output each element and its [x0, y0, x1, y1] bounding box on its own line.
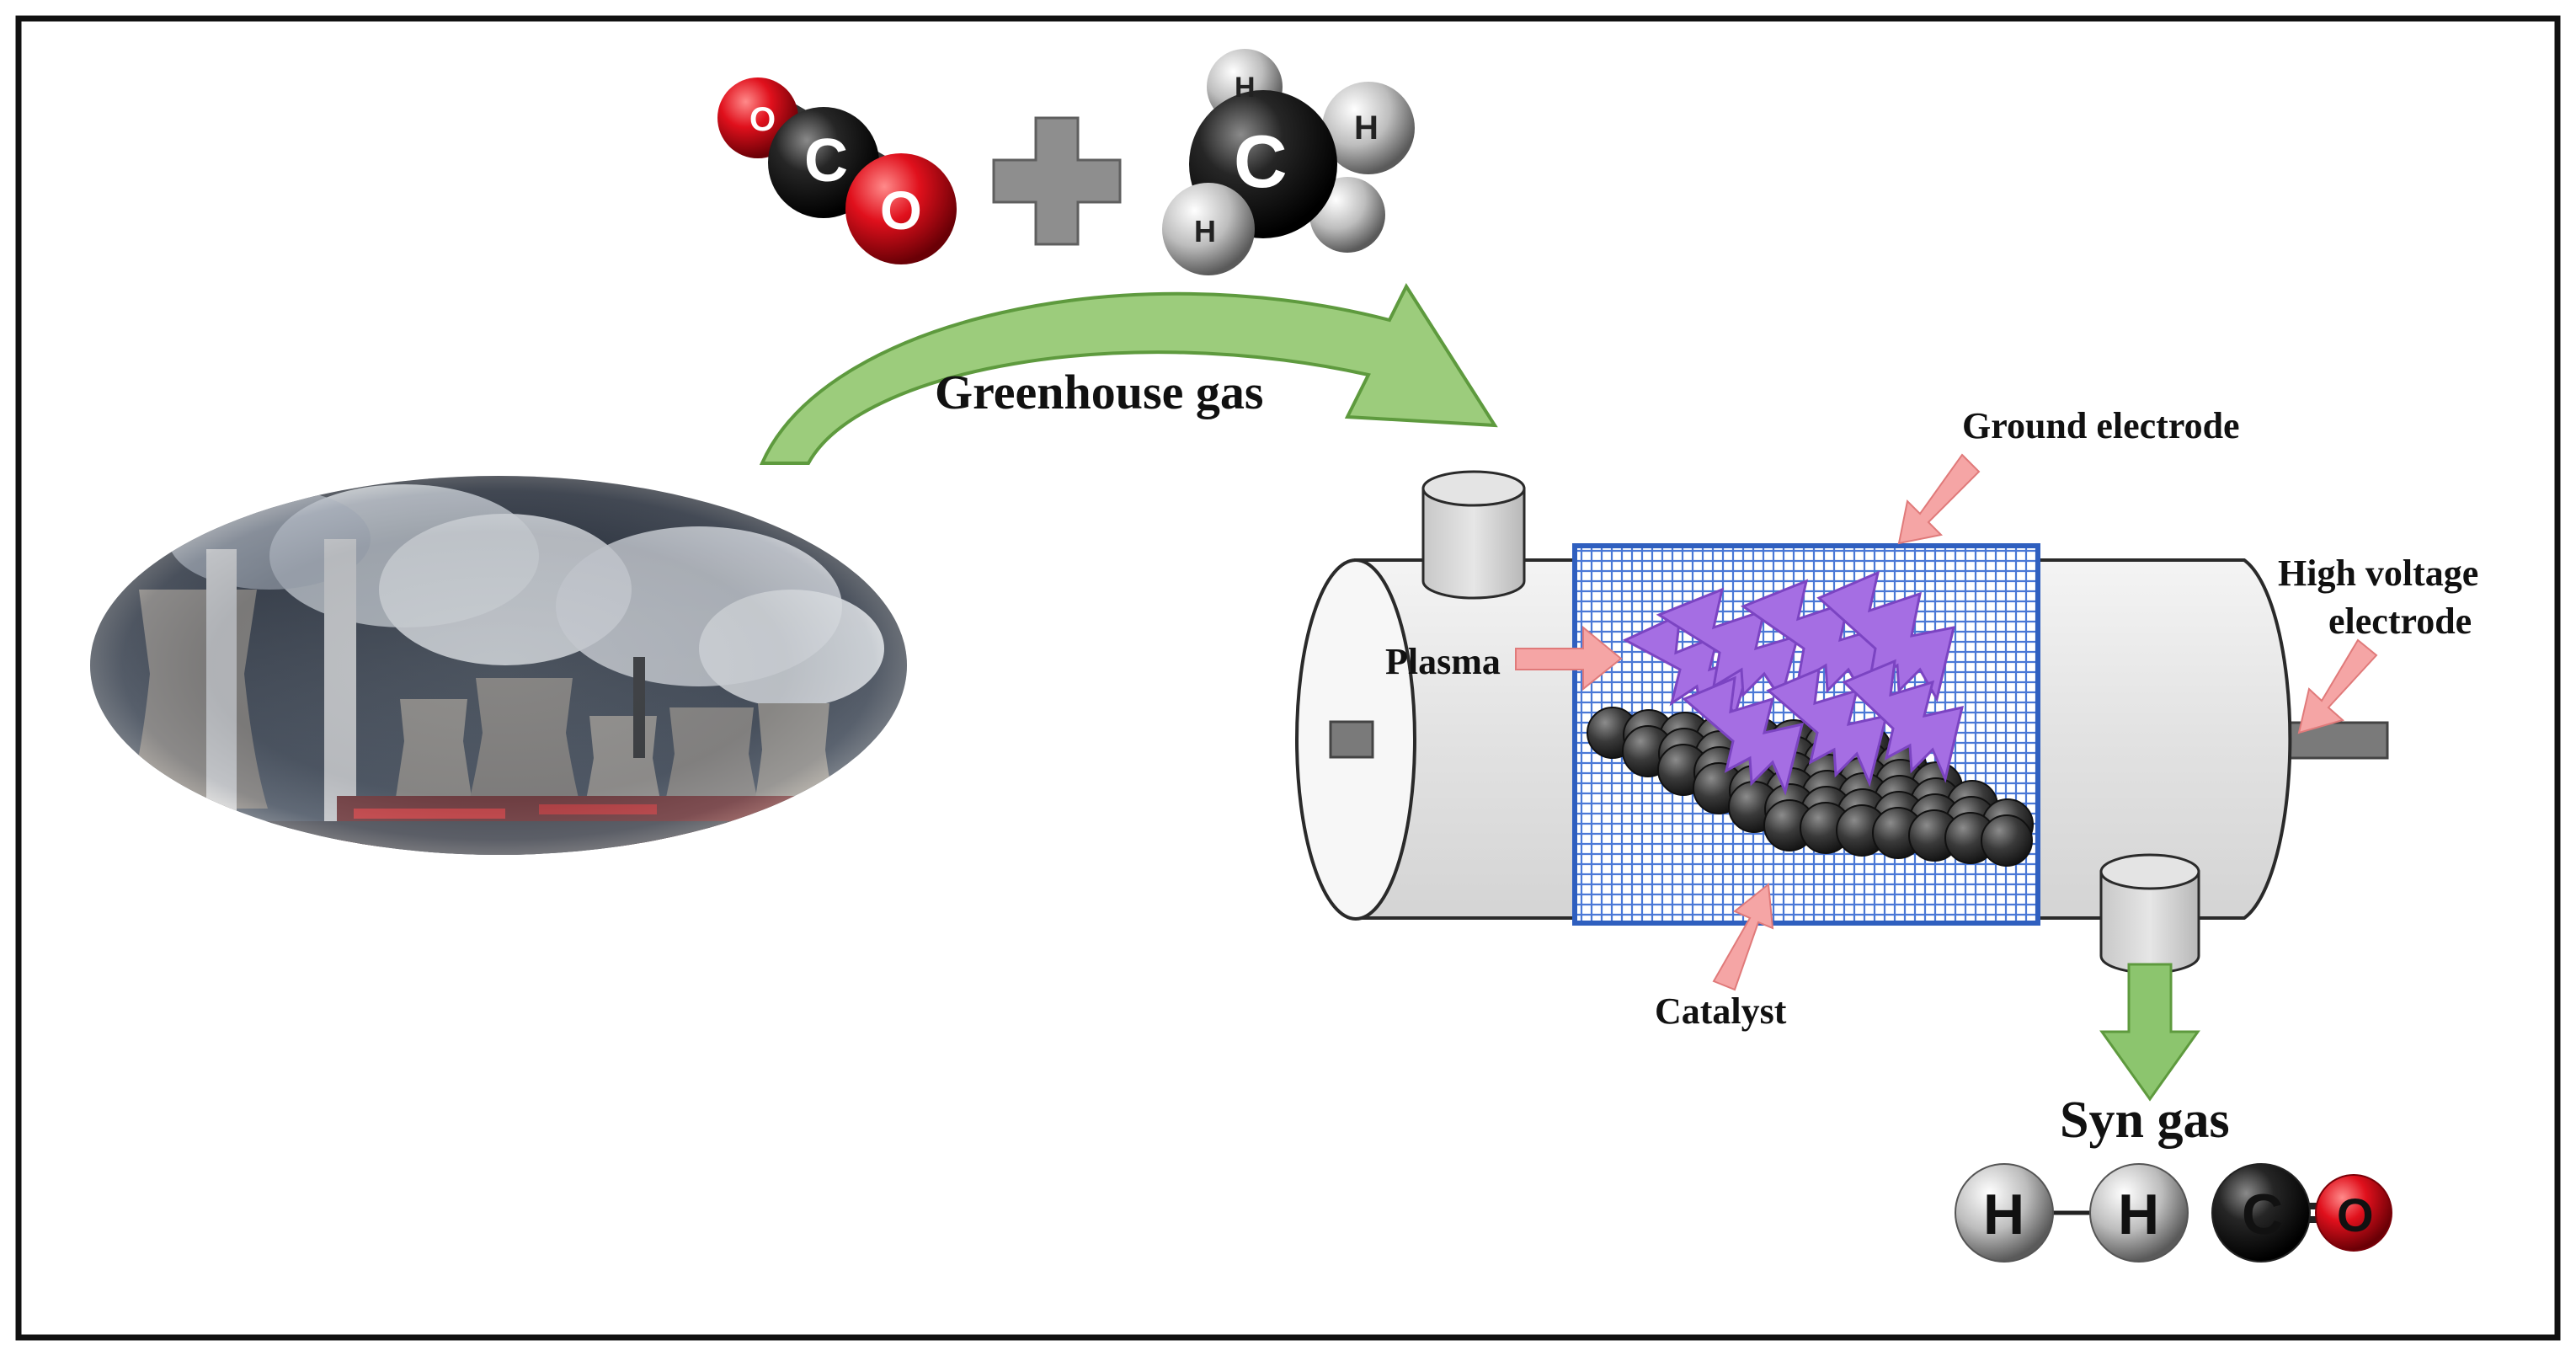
high-voltage-pointer-arrow: [2297, 638, 2378, 734]
syngas-atom-label-o: O: [2337, 1188, 2374, 1241]
ch4-hydrogen-atom-right: [1322, 82, 1415, 174]
co2-atom-label-o2: O: [880, 180, 922, 241]
ground-electrode-pointer-arrow: [1897, 453, 1981, 545]
ch4-atom-label-h3: H: [1194, 214, 1216, 248]
syngas-molecules: H H C O: [1955, 1163, 2392, 1263]
syngas-atom-label-h2: H: [2118, 1182, 2159, 1247]
oxygen-atom: [2315, 1174, 2392, 1252]
syngas-atom-label-c: C: [2242, 1182, 2283, 1247]
greenhouse-gas-arrow: [759, 282, 1498, 465]
reactor: [1295, 470, 2389, 974]
ch4-atom-label-h2: H: [1354, 109, 1379, 147]
plasma-discharges: [1622, 570, 1965, 796]
co2-atom-label-o1: O: [749, 101, 776, 138]
co2-atom-label-c: C: [804, 127, 848, 195]
carbon-atom: [2211, 1163, 2311, 1263]
ground-electrode-label: Ground electrode: [1962, 405, 2240, 446]
power-plant-image: [84, 470, 913, 861]
catalyst-pointer-arrow: [1712, 883, 1774, 991]
reactor-left-rod: [1329, 720, 1374, 759]
high-voltage-label-line2: electrode: [2328, 601, 2472, 642]
hydrogen-atom-1: [1955, 1163, 2054, 1263]
plasma-label: Plasma: [1385, 641, 1501, 682]
ch4-atom-label-h1: H: [1235, 72, 1256, 104]
catalyst-label: Catalyst: [1655, 990, 1787, 1032]
gas-inlet-port: [1421, 470, 1526, 600]
ch4-atom-label-c: C: [1234, 120, 1288, 203]
plasma-pointer-arrow: [1515, 625, 1623, 691]
plus-icon: [992, 116, 1122, 246]
co2-molecule: O C O: [717, 77, 957, 264]
gas-outlet-port: [2099, 853, 2200, 974]
ch4-molecule: C H H H: [1162, 49, 1415, 275]
hydrogen-atom-2: [2089, 1163, 2189, 1263]
greenhouse-gas-label: Greenhouse gas: [935, 365, 1263, 419]
catalyst-sphere: [1981, 814, 2033, 867]
syngas-atom-label-h1: H: [1983, 1182, 2024, 1247]
ch4-hydrogen-atom-left: [1162, 183, 1255, 275]
syn-gas-label: Syn gas: [2060, 1092, 2230, 1149]
high-voltage-label-line1: High voltage: [2278, 553, 2478, 594]
syngas-output-arrow: [2099, 963, 2200, 1102]
co2-oxygen-atom-right: [845, 153, 957, 264]
